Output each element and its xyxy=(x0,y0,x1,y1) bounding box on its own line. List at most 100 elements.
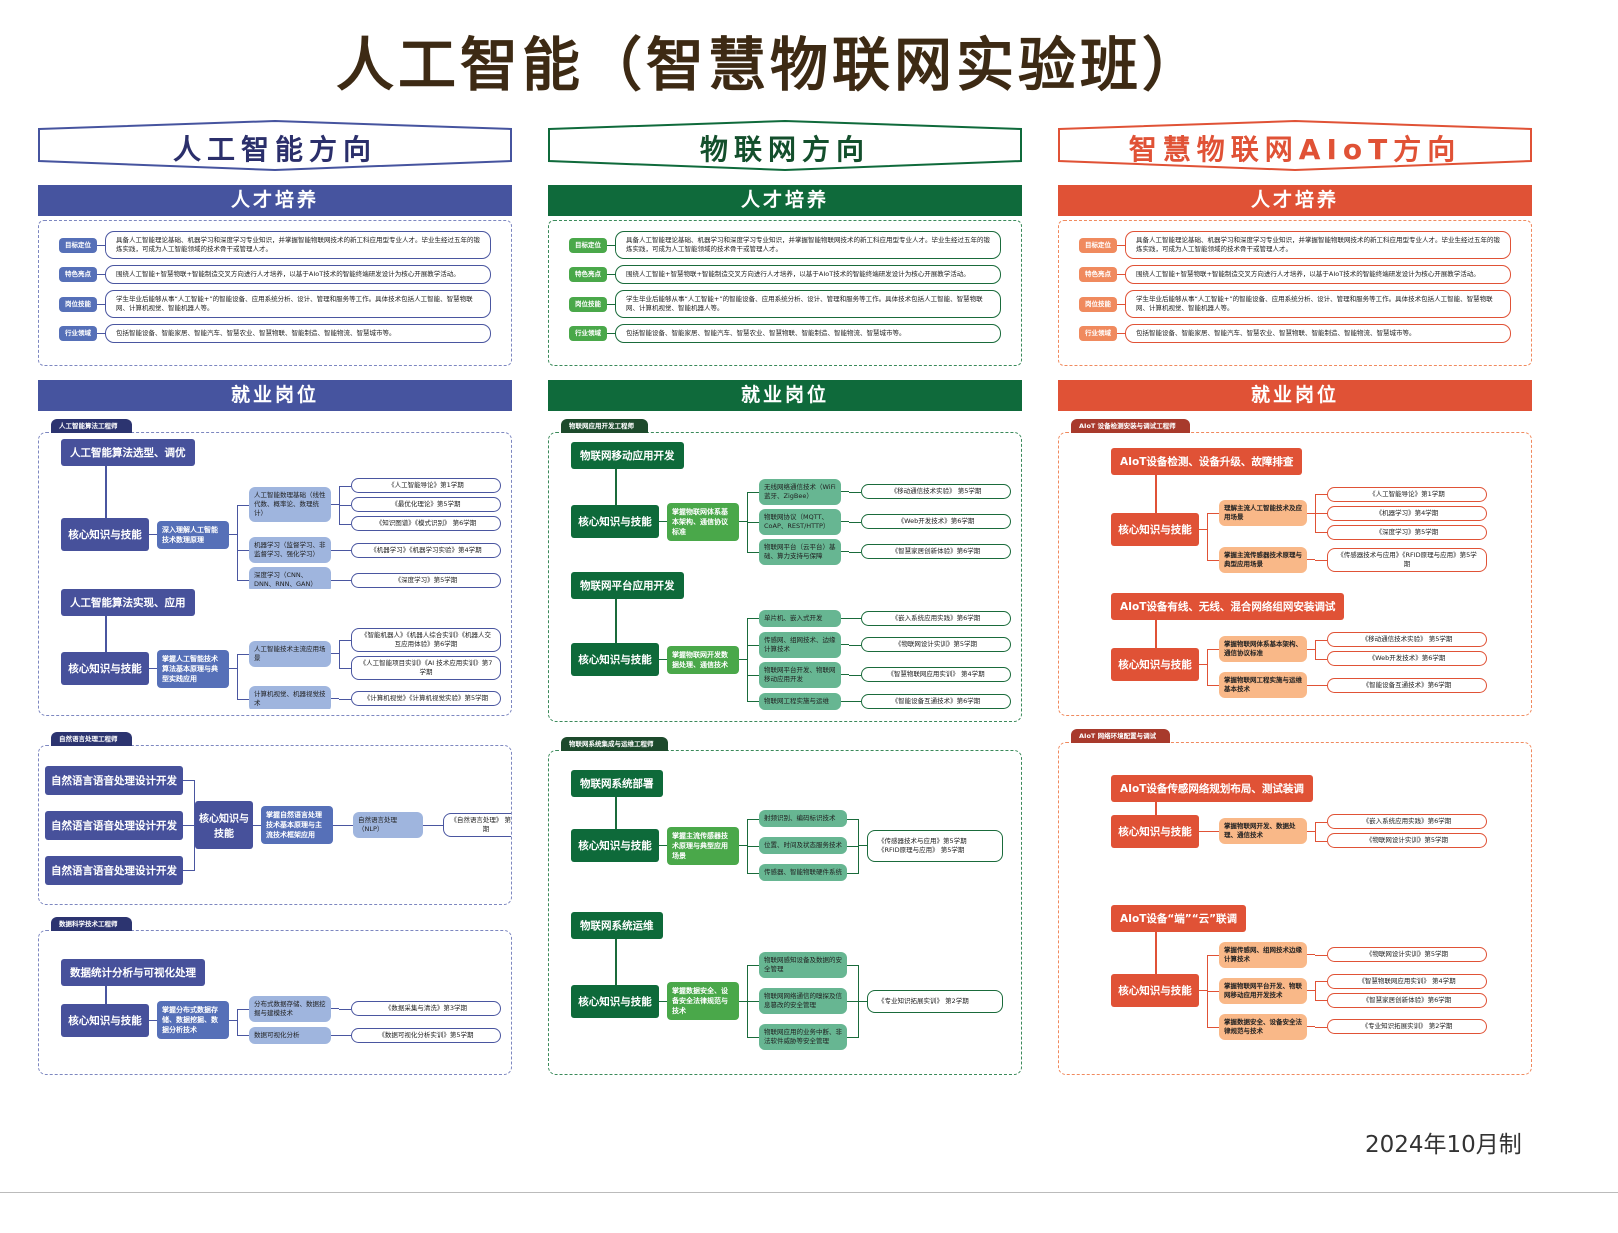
connector-line xyxy=(841,700,849,702)
direction-title: 物联网方向 xyxy=(699,133,870,166)
course-pill[interactable]: 《智慧物联网应用实训》 第4学期 xyxy=(861,667,1011,682)
job-duty-box: 物联网系统部署 xyxy=(571,770,663,797)
course-pill[interactable]: 《机器学习》《机器学习实验》第4学期 xyxy=(351,542,501,558)
skill-map-row: 核心知识与技能深入理解人工智能技术数理原理人工智能数理基础（线性代数、概率论、数… xyxy=(61,439,511,589)
core-knowledge-box: 核心知识与技能 xyxy=(571,770,659,862)
skill-node: 分布式数据存储、数据挖掘与建模技术《数据采集与清洗》第3学期 xyxy=(237,994,501,1024)
key-ability-box: 深入理解人工智能技术数理原理 xyxy=(157,520,229,549)
connector-line xyxy=(659,845,667,846)
course-tree: 《智慧物联网应用实训》 第4学期《智慧家居创新体验》第6学期 xyxy=(1315,972,1487,1010)
course-pill[interactable]: 《智慧家居创新体验》第6学期 xyxy=(1327,992,1487,1008)
course-pill[interactable]: 《智能机器人》《机器人综合实训》《机器人交互应用体验》第6学期 xyxy=(351,627,501,652)
skill-node: 物联网平台开发、物联网移动应用开发《智慧物联网应用实训》 第4学期 xyxy=(747,659,1011,690)
connector-line xyxy=(97,244,105,246)
connector-line xyxy=(739,1000,747,1002)
course-pill[interactable]: 《专业知识拓展实训》 第2学期 xyxy=(1327,1019,1487,1035)
course-pill[interactable]: 《智能设备互通技术》第6学期 xyxy=(1327,677,1487,693)
connector-line xyxy=(1307,512,1315,514)
course-pill[interactable]: 《数据可视化分析实训》第5学期 xyxy=(351,1027,501,1043)
connector-line xyxy=(331,1034,339,1036)
group-list: 物联网系统部署核心知识与技能掌握主流传感器技术原理与典型应用场景射频识别、编码标… xyxy=(549,757,1021,1068)
course-pill[interactable]: 《智慧物联网应用实训》 第4学期 xyxy=(1327,973,1487,989)
training-row: 行业领域包括智能设备、智能家居、智能汽车、智慧农业、智慧物联、智能制造、智能物流… xyxy=(1079,324,1511,343)
course-tree: 《智能设备互通技术》第6学期 xyxy=(849,692,1011,711)
course-pill[interactable]: 《嵌入系统应用实践》第6学期 xyxy=(861,610,1011,626)
job-duty-box: 自然语言语音处理设计开发 xyxy=(45,810,183,840)
connector-line xyxy=(847,872,859,874)
training-text: 学生毕业后能够从事“人工智能+”的智能设备、应用系统分析、设计、管理和服务等工作… xyxy=(1125,290,1511,318)
training-text: 具备人工智能理论基础、机器学习和深度学习专业知识，并掌握智能物联网技术的新工科应… xyxy=(105,231,491,259)
connector-line xyxy=(333,824,341,826)
course-pill[interactable]: 《Web开发技术》第6学期 xyxy=(861,514,1011,529)
course-pill[interactable]: 《计算机视觉》《计算机视觉实验》第5学期 xyxy=(351,691,501,707)
course-tree: 《人工智能导论》第1学期《机器学习》第4学期《深度学习》第5学期 xyxy=(1315,485,1487,542)
connector-line xyxy=(739,659,747,660)
skill-pill: 物联网感知设备及数据的安全管理 xyxy=(759,952,847,978)
course-node: 《深度学习》第5学期 xyxy=(339,571,501,589)
connector-line xyxy=(183,870,195,871)
course-node: 《智能设备互通技术》第6学期 xyxy=(1315,676,1487,695)
group-list: AIoT设备传感网络规划布局、测试装调核心知识与技能掌握物联网开发、数据处理、通… xyxy=(1059,749,1531,1068)
connector-line xyxy=(331,549,339,551)
skill-pill: 深度学习（CNN、DNN、RNN、GAN） xyxy=(249,567,331,589)
skill-pill: 传感器、智能物联硬件系统 xyxy=(759,864,847,881)
connector-line xyxy=(229,534,237,535)
course-pill[interactable]: 《自然语言处理》 第6学期 xyxy=(443,813,511,837)
training-label: 行业领域 xyxy=(59,326,97,341)
course-pill[interactable]: 《Web开发技术》第6学期 xyxy=(1327,651,1487,667)
course-node: 《知识图谱》《模式识别》 第6学期 xyxy=(339,514,501,533)
connector-line xyxy=(659,1000,667,1002)
course-tree: 《数据可视化分析实训》第5学期 xyxy=(339,1026,501,1045)
course-pill[interactable]: 《数据采集与清洗》第3学期 xyxy=(351,1001,501,1016)
skill-map: AIoT设备传感网络规划布局、测试装调核心知识与技能掌握物联网开发、数据处理、通… xyxy=(1059,775,1531,852)
course-pill[interactable]: 《人工智能导论》第1学期 xyxy=(351,478,501,493)
course-pill[interactable]: 《机器学习》第4学期 xyxy=(1327,505,1487,521)
job-duty-box: 物联网系统运维 xyxy=(571,912,663,939)
course-pill[interactable]: 《物联网设计实训》第5学期 xyxy=(1327,833,1487,849)
connector-line xyxy=(841,521,849,522)
course-pill[interactable]: 《移动通信技术实验》 第5学期 xyxy=(861,484,1011,499)
skill-map: AIoT设备有线、无线、混合网络组网安装调试核心知识与技能掌握物联网体系基本架构… xyxy=(1059,593,1531,700)
course-tree: 《计算机视觉》《计算机视觉实验》第5学期 xyxy=(339,689,501,708)
training-row: 行业领域包括智能设备、智能家居、智能汽车、智慧农业、智慧物联、智能制造、智能物流… xyxy=(569,324,1001,343)
skill-pill: 理解主流人工智能技术及应用场景 xyxy=(1219,500,1307,527)
course-pill[interactable]: 《人工智能导论》第1学期 xyxy=(1327,486,1487,502)
course-pill[interactable]: 《最优化理论》第5学期 xyxy=(351,497,501,512)
course-pill[interactable]: 《深度学习》第5学期 xyxy=(1327,524,1487,540)
course-pill[interactable]: 《嵌入系统应用实践》第6学期 xyxy=(1327,814,1487,830)
course-tree: 《传感器技术与应用》《RFID原理与应用》第5学期 xyxy=(1315,546,1487,574)
skill-map-row: 核心知识与技能掌握传感网、组网技术边缘计算技术《物联网设计实训》第5学期掌握物联… xyxy=(1111,904,1531,1042)
course-pill[interactable]: 《传感器技术与应用》《RFID原理与应用》第5学期 xyxy=(1327,547,1487,572)
course-pill[interactable]: 《人工智能项目实训》《AI 技术应用实训》第7学期 xyxy=(351,655,501,680)
course-pill[interactable]: 《智能设备互通技术》第6学期 xyxy=(861,693,1011,709)
skill-map-row: 核心知识与技能掌握物联网体系基本架构、通信协议标准无线网络通信技术（WiFi 蓝… xyxy=(571,441,1021,567)
skill-map: 自然语言语音处理设计开发自然语言语音处理设计开发自然语言语音处理设计开发核心知识… xyxy=(39,758,511,893)
connector-line xyxy=(1199,528,1207,530)
training-text: 围绕人工智能+智慧物联+智能制造交叉方向进行人才培养，以基于AIoT技术的智能终… xyxy=(1125,265,1511,284)
course-pill[interactable]: 《深度学习》第5学期 xyxy=(351,572,501,588)
training-label: 岗位技能 xyxy=(569,296,607,312)
job-title-tag: 物联网系统集成与运维工程师 xyxy=(561,737,668,751)
skill-node: 人工智能数理基础（线性代数、概率论、数理统计）《人工智能导论》第1学期《最优化理… xyxy=(237,474,501,535)
course-pill[interactable]: 《物联网设计实训》第5学期 xyxy=(1327,947,1487,963)
skill-map-row: 核心知识与技能掌握主流传感器技术原理与典型应用场景射频识别、编码标识技术位置、时… xyxy=(571,770,1021,886)
skill-map-row: 核心知识与技能理解主流人工智能技术及应用场景《人工智能导论》第1学期《机器学习》… xyxy=(1111,447,1531,576)
connector-line xyxy=(858,1019,859,1037)
skill-node: 数据可视化分析《数据可视化分析实训》第5学期 xyxy=(237,1023,501,1047)
training-label: 特色亮点 xyxy=(569,267,607,282)
course-node: 《自然语言处理》 第6学期 xyxy=(431,811,511,839)
course-pill[interactable]: 《智慧家居创新体验》第6学期 xyxy=(861,544,1011,559)
course-pill[interactable]: 《知识图谱》《模式识别》 第6学期 xyxy=(351,516,501,531)
job-duty-box: AIoT设备“端”“云”联调 xyxy=(1111,904,1247,932)
job-title-tag: 自然语言处理工程师 xyxy=(51,732,132,746)
group-list: 自然语言语音处理设计开发自然语言语音处理设计开发自然语言语音处理设计开发核心知识… xyxy=(39,752,511,898)
job-duty-box: AIoT设备检测、设备升级、故障排查 xyxy=(1111,447,1303,475)
course-pill[interactable]: 《移动通信技术实验》 第5学期 xyxy=(1327,632,1487,648)
training-header: 人才培养 xyxy=(1058,185,1532,216)
connector-line xyxy=(1307,559,1315,561)
connector-line xyxy=(847,1037,859,1038)
skill-tree: 无线网络通信技术（WiFi 蓝牙、ZigBee）《移动通信技术实验》 第5学期物… xyxy=(747,477,1011,567)
connector-line xyxy=(659,659,667,660)
course-pill[interactable]: 《物联网设计实训》第5学期 xyxy=(861,637,1011,652)
skill-node: 传感器、智能物联硬件系统 xyxy=(747,859,859,886)
